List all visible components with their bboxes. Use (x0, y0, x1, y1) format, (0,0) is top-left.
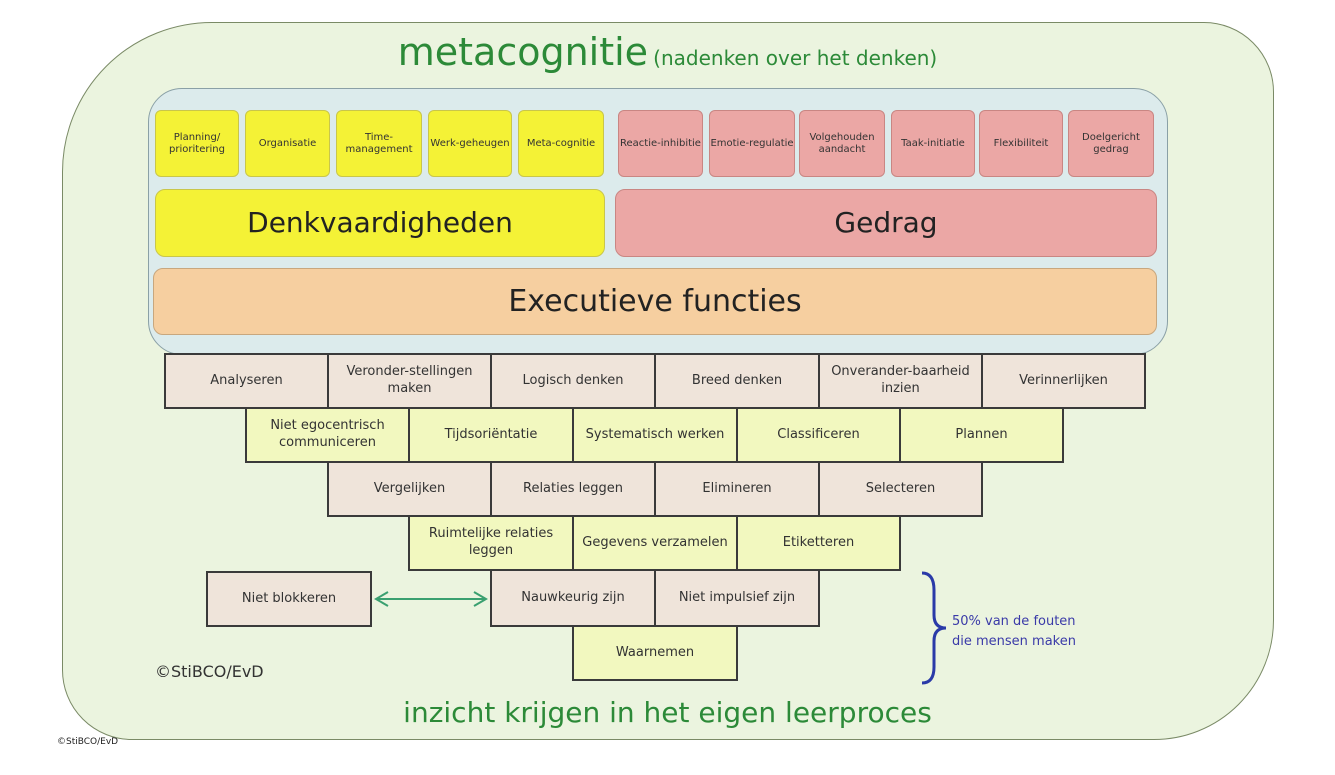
behavior-flexibiliteit: Flexibiliteit (979, 110, 1063, 177)
brick-breed-denken: Breed denken (654, 353, 820, 409)
title-main: metacognitie (397, 30, 649, 74)
brick-elimineren: Elimineren (654, 461, 820, 517)
behavior-volgehouden-aandacht: Volgehouden aandacht (799, 110, 885, 177)
brick-vergelijken: Vergelijken (327, 461, 492, 517)
brick-onveranderbaarheid-inzien: Onverander-baarheid inzien (818, 353, 983, 409)
brick-analyseren: Analyseren (164, 353, 329, 409)
skill-planning: Planning/ prioritering (155, 110, 239, 177)
diagram-title: metacognitie (nadenken over het denken) (0, 30, 1335, 74)
behavior-doelgericht-gedrag: Doelgericht gedrag (1068, 110, 1154, 177)
gedrag-bar: Gedrag (615, 189, 1157, 257)
copyright-inner: ©StiBCO/EvD (155, 662, 264, 681)
behavior-taak-initiatie: Taak-initiatie (891, 110, 975, 177)
brick-niet-impulsief-zijn: Niet impulsief zijn (654, 569, 820, 627)
behavior-reactie-inhibitie: Reactie-inhibitie (618, 110, 703, 177)
brick-relaties-leggen: Relaties leggen (490, 461, 656, 517)
executieve-functies-bar: Executieve functies (153, 268, 1157, 335)
errors-note-line2: die mensen maken (952, 633, 1076, 649)
brick-logisch-denken: Logisch denken (490, 353, 656, 409)
curly-brace-icon (921, 571, 947, 685)
brick-nauwkeurig-zijn: Nauwkeurig zijn (490, 569, 656, 627)
errors-note-line1: 50% van de fouten (952, 614, 1076, 629)
brick-niet-blokkeren: Niet blokkeren (206, 571, 372, 627)
title-sub: (nadenken over het denken) (653, 46, 938, 70)
brick-ruimtelijke-relaties-leggen: Ruimtelijke relaties leggen (408, 515, 574, 571)
brick-veronderstellingen-maken: Veronder-stellingen maken (327, 353, 492, 409)
brick-waarnemen: Waarnemen (572, 625, 738, 681)
double-arrow-icon (374, 591, 488, 607)
bottom-caption: inzicht krijgen in het eigen leerproces (403, 696, 932, 729)
copyright-footer: ©StiBCO/EvD (57, 737, 119, 747)
errors-note: 50% van de fouten die mensen maken (952, 612, 1076, 651)
skill-metacognitie: Meta-cognitie (518, 110, 604, 177)
skill-time-management: Time-management (336, 110, 422, 177)
brick-tijdsorientatie: Tijdsoriëntatie (408, 407, 574, 463)
denkvaardigheden-bar: Denkvaardigheden (155, 189, 605, 257)
brick-etiketteren: Etiketteren (736, 515, 901, 571)
skill-werkgeheugen: Werk-geheugen (428, 110, 512, 177)
skill-organisatie: Organisatie (245, 110, 330, 177)
behavior-emotie-regulatie: Emotie-regulatie (709, 110, 795, 177)
brick-classificeren: Classificeren (736, 407, 901, 463)
